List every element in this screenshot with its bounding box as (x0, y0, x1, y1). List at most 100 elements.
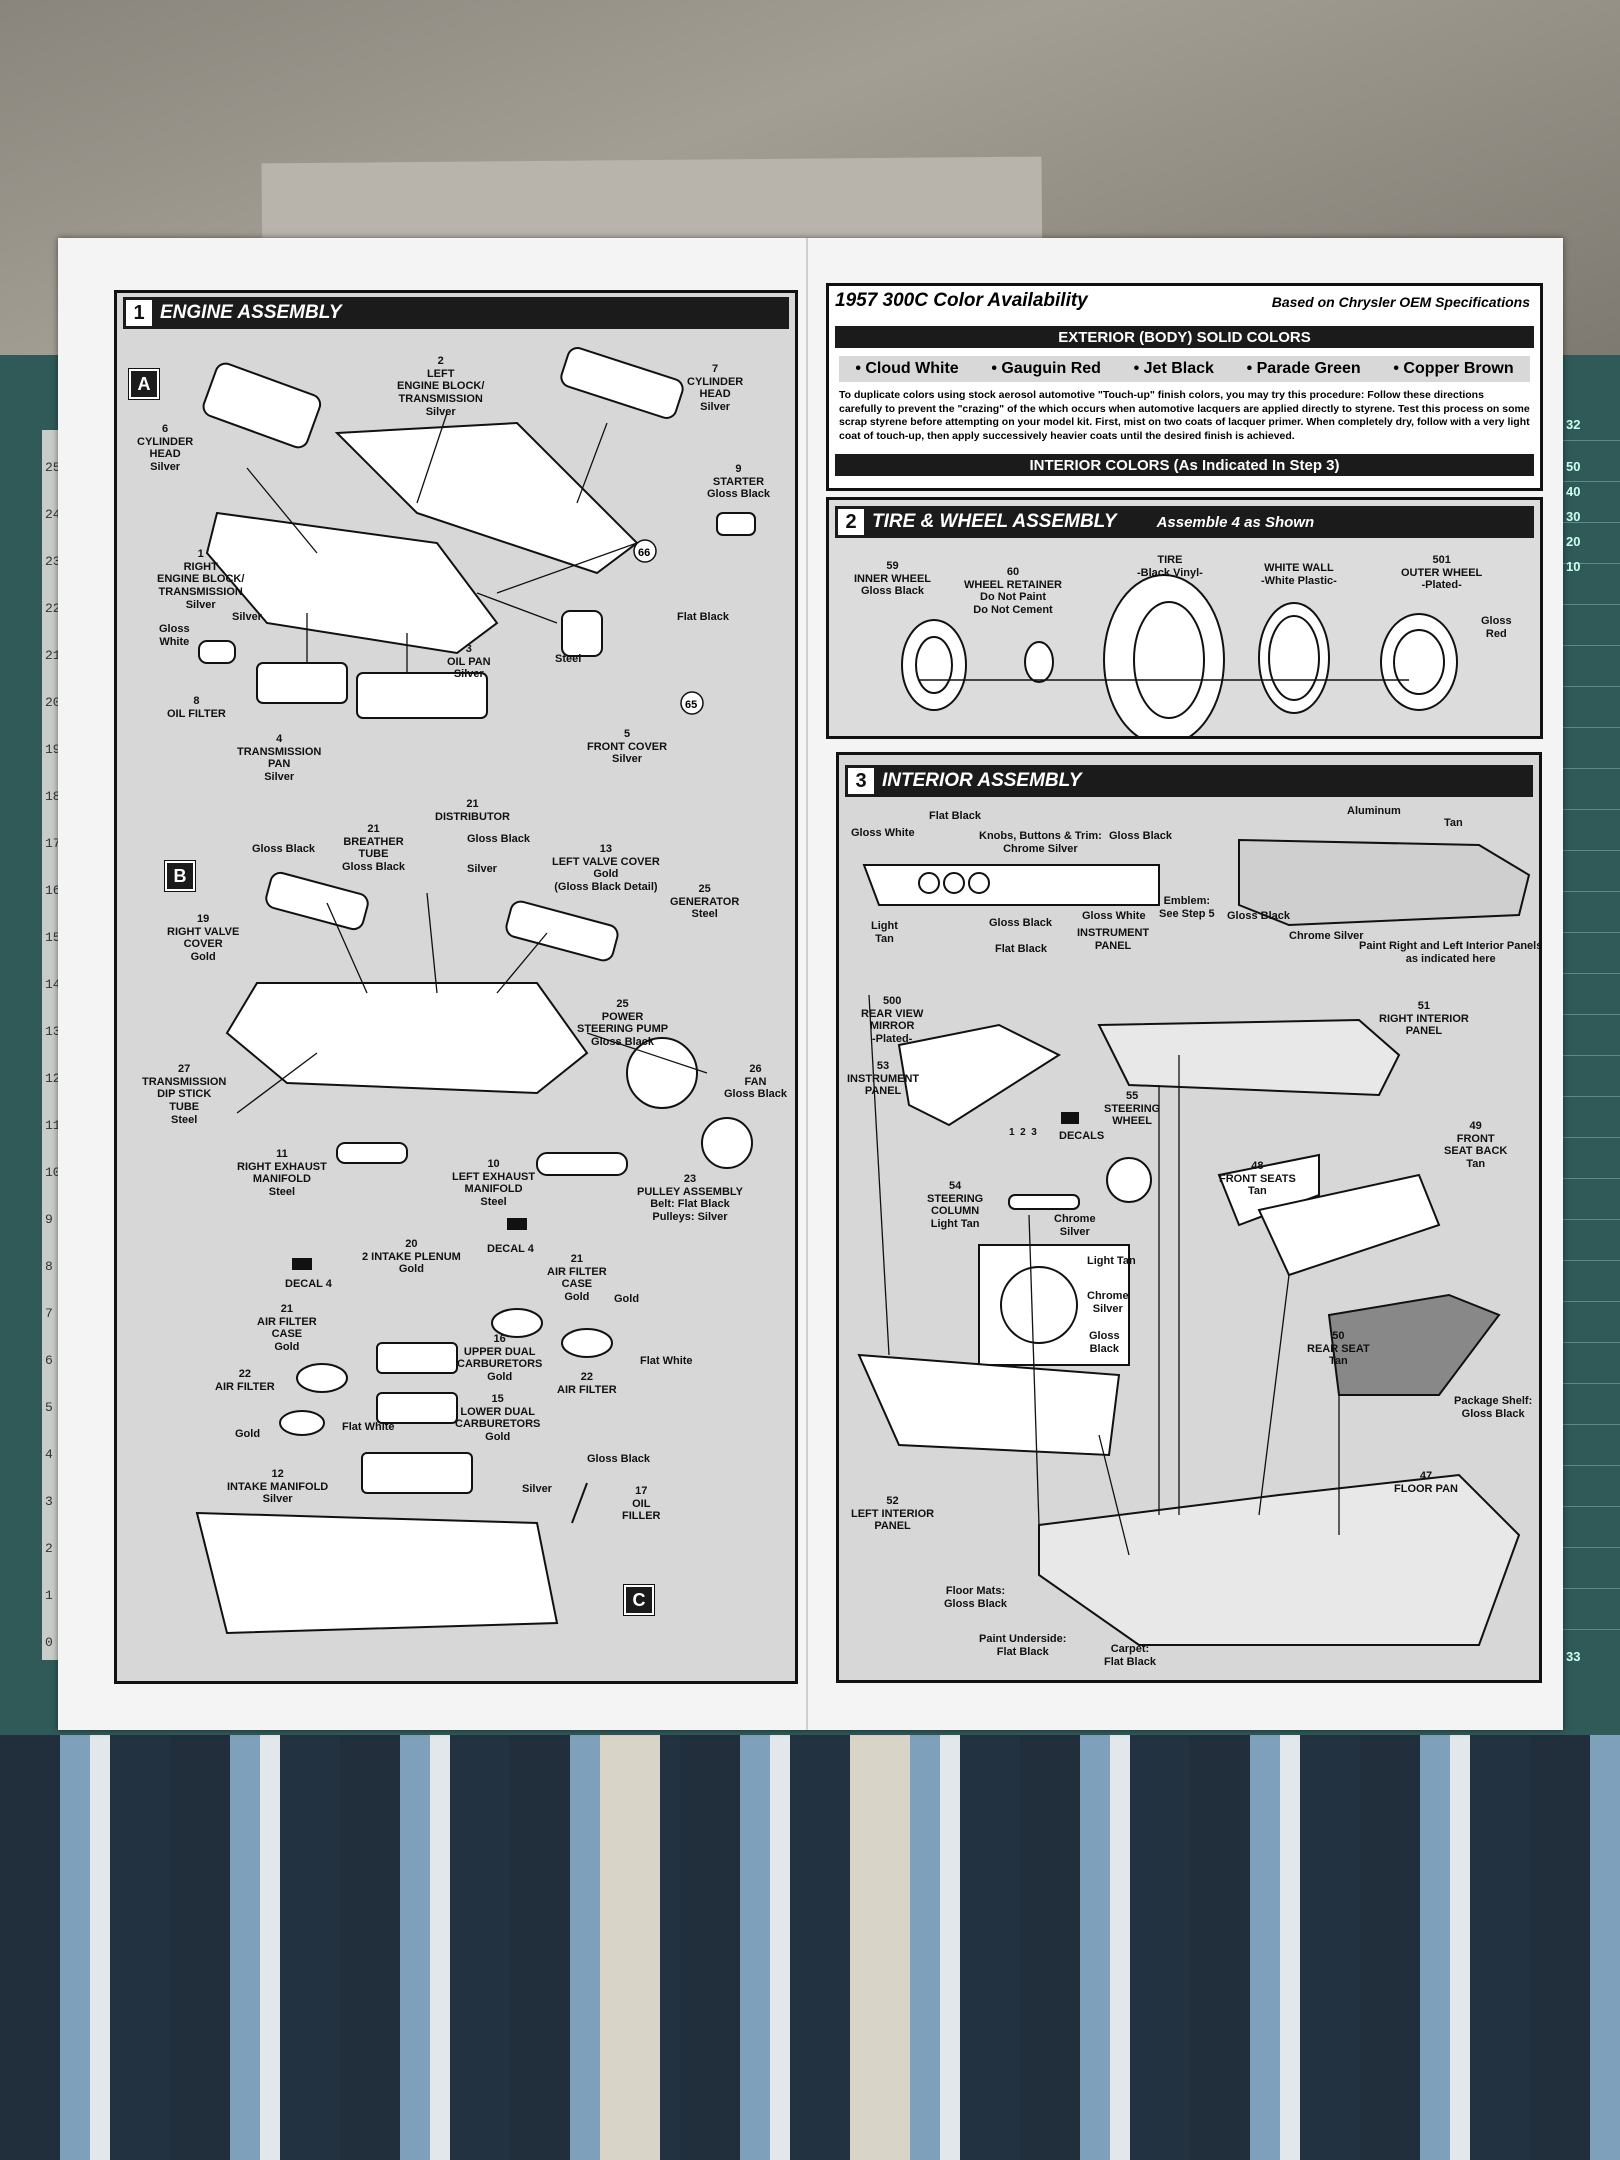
label-transmission-pan: 4 TRANSMISSION PAN Silver (237, 733, 322, 783)
label-right-engine-block: 1 RIGHT ENGINE BLOCK/ TRANSMISSION Silve… (157, 548, 245, 611)
plaid-shirt (0, 1735, 1620, 2160)
label-flat-white: Flat White (342, 1421, 395, 1433)
color-item: • Gauguin Red (991, 360, 1101, 377)
label-floor-pan: 47 FLOOR PAN (1394, 1470, 1458, 1495)
label-outer-wheel: 501 OUTER WHEEL -Plated- (1401, 554, 1483, 592)
ruler-number: 23 (45, 554, 61, 569)
label-wheel-retainer: 60 WHEEL RETAINER Do Not Paint Do Not Ce… (964, 566, 1062, 616)
label-gloss-black: Gloss Black (1109, 830, 1172, 842)
label-silver: Silver (522, 1483, 552, 1495)
label-flat-black: Flat Black (929, 810, 981, 822)
color-name: Parade Green (1256, 360, 1361, 377)
label-right-exhaust-manifold: 11 RIGHT EXHAUST MANIFOLD Steel (237, 1148, 327, 1198)
label-front-seat-back: 49 FRONT SEAT BACK Tan (1444, 1120, 1508, 1170)
ruler-number: 15 (45, 930, 61, 945)
ruler-number: 5 (45, 1400, 53, 1415)
ruler-number: 10 (45, 1165, 61, 1180)
label-dip-stick-tube: 27 TRANSMISSION DIP STICK TUBE Steel (142, 1063, 227, 1126)
mat-number: 30 (1566, 509, 1581, 524)
section-title: TIRE & WHEEL ASSEMBLY (872, 511, 1117, 532)
label-flat-black: Flat Black (995, 943, 1047, 955)
label-generator: 25 GENERATOR Steel (670, 883, 740, 921)
label-gloss-black: Gloss Black (1089, 1330, 1120, 1355)
label-oil-pan: 3 OIL PAN Silver (447, 643, 491, 681)
label-air-filter-case: 21 AIR FILTER CASE Gold (547, 1253, 607, 1303)
color-availability-box: 1957 300C Color Availability Based on Ch… (826, 283, 1543, 491)
label-silver: Silver (467, 863, 497, 875)
engine-diagram: 66 65 (195, 347, 756, 1635)
label-gloss-black: Gloss Black (587, 1453, 650, 1465)
label-emblem: Emblem: See Step 5 (1159, 895, 1215, 920)
ruler-number: 19 (45, 742, 61, 757)
ruler-number: 18 (45, 789, 61, 804)
label-light-tan: Light Tan (1087, 1255, 1136, 1267)
section-title: ENGINE ASSEMBLY (160, 302, 342, 323)
label-air-filter: 22 AIR FILTER (557, 1371, 617, 1396)
label-gloss-white: Gloss White (851, 827, 915, 839)
label-decal-4: DECAL 4 (487, 1243, 534, 1255)
label-rear-view-mirror: 500 REAR VIEW MIRROR -Plated- (861, 995, 924, 1045)
label-decals: DECALS (1059, 1130, 1105, 1142)
ruler-number: 2 (45, 1541, 53, 1556)
label-decal-4: DECAL 4 (285, 1278, 332, 1290)
label-decal-numbers: 1 2 3 (1009, 1127, 1037, 1138)
label-gloss-black: Gloss Black (252, 843, 315, 855)
label-left-exhaust-manifold: 10 LEFT EXHAUST MANIFOLD Steel (452, 1158, 536, 1208)
section-subtitle: Assemble 4 as Shown (1156, 513, 1315, 531)
subassembly-badge-b: B (164, 860, 196, 892)
label-front-seats: 48 FRONT SEATS Tan (1219, 1160, 1296, 1198)
exterior-colors-header: EXTERIOR (BODY) SOLID COLORS (835, 326, 1534, 348)
subassembly-badge-c: C (623, 1584, 655, 1616)
color-box-spec-note: Based on Chrysler OEM Specifications (1271, 294, 1530, 310)
label-steel: Steel (555, 653, 582, 665)
label-paint-panels-note: Paint Right and Left Interior Panels as … (1359, 940, 1543, 965)
label-knobs-trim: Knobs, Buttons & Trim: Chrome Silver (979, 830, 1102, 855)
label-oil-filler: 17 OIL FILLER (622, 1485, 661, 1523)
label-rear-seat: 50 REAR SEAT Tan (1307, 1330, 1370, 1368)
ruler-number: 14 (45, 977, 61, 992)
circled-ref-66: 66 (638, 547, 650, 559)
cutting-mat-grid: 32 50 40 30 20 10 33 (1558, 410, 1620, 1670)
label-aluminum: Aluminum (1347, 805, 1401, 817)
step-number: 1 (126, 300, 152, 326)
label-floor-mats: Floor Mats: Gloss Black (944, 1585, 1007, 1610)
interior-colors-header: INTERIOR COLORS (As Indicated In Step 3) (835, 454, 1534, 476)
color-box-title: 1957 300C Color Availability (835, 290, 1088, 311)
mat-number: 20 (1566, 534, 1581, 549)
touch-up-procedure-note: To duplicate colors using stock aerosol … (839, 389, 1530, 442)
label-chrome-silver: Chrome Silver (1087, 1290, 1129, 1315)
mat-number: 40 (1566, 484, 1581, 499)
tire-wheel-diagram (901, 574, 1458, 736)
interior-assembly-panel: 3 INTERIOR ASSEMBLY (836, 752, 1542, 1683)
shirt-strap (600, 1735, 660, 2160)
label-right-valve-cover: 19 RIGHT VALVE COVER Gold (167, 913, 240, 963)
ruler-number: 25 (45, 460, 61, 475)
label-air-filter-case: 21 AIR FILTER CASE Gold (257, 1303, 317, 1353)
label-right-interior-panel: 51 RIGHT INTERIOR PANEL (1379, 1000, 1469, 1038)
label-chrome-silver: Chrome Silver (1054, 1213, 1096, 1238)
ruler-number: 7 (45, 1306, 53, 1321)
engine-assembly-panel: 1 ENGINE ASSEMBLY A B C (114, 290, 798, 1684)
ruler-number: 11 (45, 1118, 61, 1133)
mat-number: 10 (1566, 559, 1581, 574)
color-name: Gauguin Red (1001, 360, 1101, 377)
label-inner-wheel: 59 INNER WHEEL Gloss Black (854, 560, 931, 598)
label-flat-black: Flat Black (677, 611, 729, 623)
label-gloss-white: Gloss White (1082, 910, 1146, 922)
ruler-number: 12 (45, 1071, 61, 1086)
label-gloss-black: Gloss Black (989, 917, 1052, 929)
label-intake-plenum: 20 2 INTAKE PLENUM Gold (362, 1238, 461, 1276)
label-gloss-black: Gloss Black (1227, 910, 1290, 922)
tire-wheel-assembly-panel: 2 TIRE & WHEEL ASSEMBLY Assemble 4 as Sh… (826, 497, 1543, 739)
ruler-number: 9 (45, 1212, 53, 1227)
label-cylinder-head-6: 6 CYLINDER HEAD Silver (137, 423, 194, 473)
label-front-cover: 5 FRONT COVER Silver (587, 728, 668, 766)
interior-diagram (857, 838, 1531, 1646)
ruler-number: 0 (45, 1635, 53, 1650)
color-item: • Cloud White (855, 360, 959, 377)
shirt-strap (850, 1735, 910, 2160)
ruler-number: 21 (45, 648, 61, 663)
ruler-number: 6 (45, 1353, 53, 1368)
mat-number: 32 (1566, 417, 1581, 432)
ruler-number: 20 (45, 695, 61, 710)
